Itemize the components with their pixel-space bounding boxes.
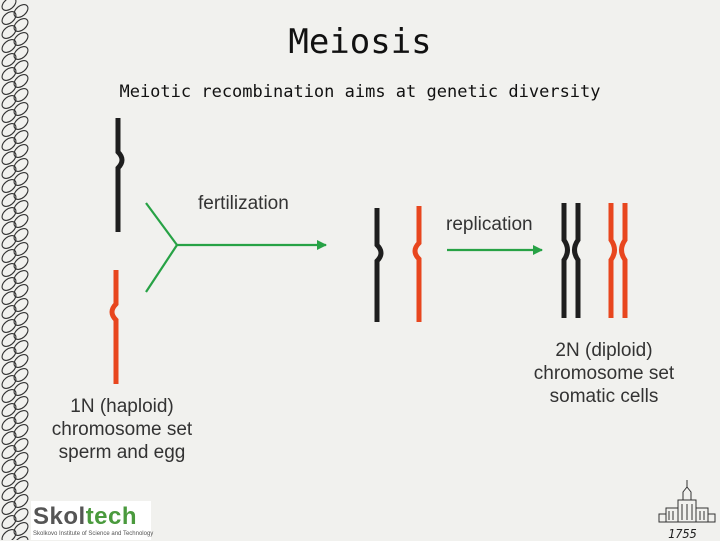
diploid-caption-line-2: chromosome set: [533, 363, 675, 384]
university-building-icon: [658, 480, 716, 523]
emblem-year: 1755: [668, 527, 697, 541]
diploid-caption: 2N (diploid) chromosome set somatic cell…: [512, 339, 696, 408]
dna-border-pattern: [1, 0, 29, 540]
haploid-caption-line-2: chromosome set: [51, 419, 193, 440]
replication-label: replication: [446, 214, 533, 235]
haploid-caption: 1N (haploid) chromosome set sperm and eg…: [30, 395, 214, 464]
diploid-caption-line-3: somatic cells: [549, 386, 659, 407]
haploid-orange-chromosome: [109, 270, 119, 384]
replicated-orange-chromosome: [608, 203, 628, 318]
haploid-caption-line-1: 1N (haploid): [70, 396, 174, 417]
diploid-orange-chromosome: [412, 206, 422, 322]
logo-prefix: Skol: [33, 503, 86, 530]
logo-suffix: tech: [85, 503, 138, 530]
fertilization-arrow: [145, 202, 327, 293]
haploid-caption-line-3: sperm and egg: [58, 442, 186, 463]
diploid-black-chromosome: [374, 208, 384, 322]
logo-tagline: Skolkovo Institute of Science and Techno…: [33, 531, 154, 537]
skoltech-logo: Skoltech Skolkovo Institute of Science a…: [31, 501, 154, 540]
slide-title: Meiosis: [288, 22, 432, 62]
haploid-black-chromosome: [115, 118, 125, 232]
diploid-caption-line-1: 2N (diploid): [555, 340, 653, 361]
replicated-black-chromosome: [561, 203, 581, 318]
logo-wordmark: Skoltech: [33, 503, 137, 531]
slide-subtitle: Meiotic recombination aims at genetic di…: [119, 82, 601, 102]
fertilization-label: fertilization: [198, 193, 289, 214]
